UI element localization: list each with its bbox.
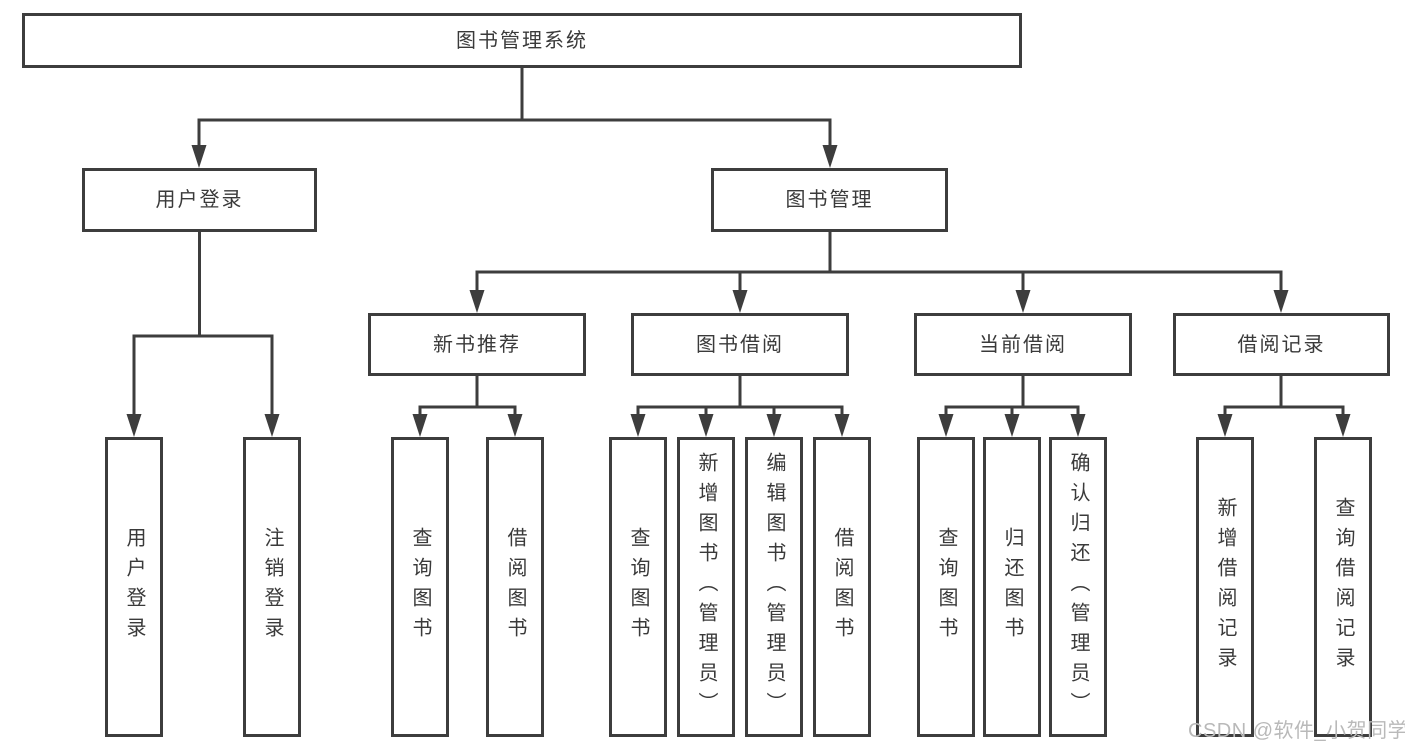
arrow-down-icon bbox=[126, 414, 142, 437]
arrow-down-icon bbox=[1273, 290, 1289, 313]
leaf-borrow-books-label: 借阅图书 bbox=[831, 527, 853, 647]
leaf-borrow-books-recommend-label: 借阅图书 bbox=[504, 527, 526, 647]
arrow-down-icon bbox=[1004, 414, 1020, 437]
arrow-down-icon bbox=[507, 414, 523, 437]
node-current-borrowing-label: 当前借阅 bbox=[979, 333, 1067, 356]
leaf-user-login-label: 用户登录 bbox=[123, 527, 145, 647]
leaf-query-books-current-label: 查询图书 bbox=[935, 527, 957, 647]
node-book-borrowing: 图书借阅 bbox=[631, 313, 849, 376]
arrow-down-icon bbox=[1070, 414, 1086, 437]
arrow-down-icon bbox=[1217, 414, 1233, 437]
arrow-down-icon bbox=[1335, 414, 1351, 437]
leaf-add-book-admin-label: 新增图书（管理员） bbox=[695, 452, 717, 722]
node-root-label: 图书管理系统 bbox=[456, 29, 588, 52]
node-current-borrowing: 当前借阅 bbox=[914, 313, 1132, 376]
leaf-borrow-books: 借阅图书 bbox=[813, 437, 871, 737]
arrow-down-icon bbox=[191, 145, 207, 168]
arrow-down-icon bbox=[822, 145, 838, 168]
arrow-down-icon bbox=[469, 290, 485, 313]
leaf-borrow-books-recommend: 借阅图书 bbox=[486, 437, 544, 737]
leaf-edit-book-admin-label: 编辑图书（管理员） bbox=[763, 452, 785, 722]
leaf-return-book: 归还图书 bbox=[983, 437, 1041, 737]
leaf-query-books-borrowing: 查询图书 bbox=[609, 437, 667, 737]
leaf-add-borrow-record-label: 新增借阅记录 bbox=[1214, 497, 1236, 677]
leaf-confirm-return-admin-label: 确认归还（管理员） bbox=[1067, 452, 1089, 722]
node-book-management: 图书管理 bbox=[711, 168, 948, 232]
arrow-down-icon bbox=[412, 414, 428, 437]
arrow-down-icon bbox=[766, 414, 782, 437]
leaf-query-books-recommend: 查询图书 bbox=[391, 437, 449, 737]
leaf-return-book-label: 归还图书 bbox=[1001, 527, 1023, 647]
arrow-down-icon bbox=[834, 414, 850, 437]
leaf-add-borrow-record: 新增借阅记录 bbox=[1196, 437, 1254, 737]
arrow-down-icon bbox=[938, 414, 954, 437]
arrow-down-icon bbox=[630, 414, 646, 437]
node-borrowing-records-label: 借阅记录 bbox=[1237, 333, 1326, 356]
node-new-book-recommend-label: 新书推荐 bbox=[433, 333, 521, 356]
node-book-management-label: 图书管理 bbox=[785, 189, 874, 211]
leaf-query-books-recommend-label: 查询图书 bbox=[409, 527, 431, 647]
leaf-edit-book-admin: 编辑图书（管理员） bbox=[745, 437, 803, 737]
leaf-query-books-borrowing-label: 查询图书 bbox=[627, 527, 649, 647]
leaf-confirm-return-admin: 确认归还（管理员） bbox=[1049, 437, 1107, 737]
leaf-user-login: 用户登录 bbox=[105, 437, 163, 737]
node-root: 图书管理系统 bbox=[22, 13, 1022, 68]
leaf-logout-label: 注销登录 bbox=[261, 527, 283, 647]
node-borrowing-records: 借阅记录 bbox=[1173, 313, 1390, 376]
arrow-down-icon bbox=[698, 414, 714, 437]
node-book-borrowing-label: 图书借阅 bbox=[696, 333, 784, 356]
node-user-login: 用户登录 bbox=[82, 168, 317, 232]
leaf-query-books-current: 查询图书 bbox=[917, 437, 975, 737]
arrow-down-icon bbox=[732, 290, 748, 313]
leaf-add-book-admin: 新增图书（管理员） bbox=[677, 437, 735, 737]
arrow-down-icon bbox=[264, 414, 280, 437]
leaf-logout: 注销登录 bbox=[243, 437, 301, 737]
leaf-query-borrow-record: 查询借阅记录 bbox=[1314, 437, 1372, 737]
leaf-query-borrow-record-label: 查询借阅记录 bbox=[1332, 497, 1354, 677]
watermark-text: CSDN @软件_小贺同学 bbox=[1188, 720, 1405, 742]
node-new-book-recommend: 新书推荐 bbox=[368, 313, 586, 376]
arrow-down-icon bbox=[1015, 290, 1031, 313]
node-user-login-label: 用户登录 bbox=[155, 189, 244, 211]
